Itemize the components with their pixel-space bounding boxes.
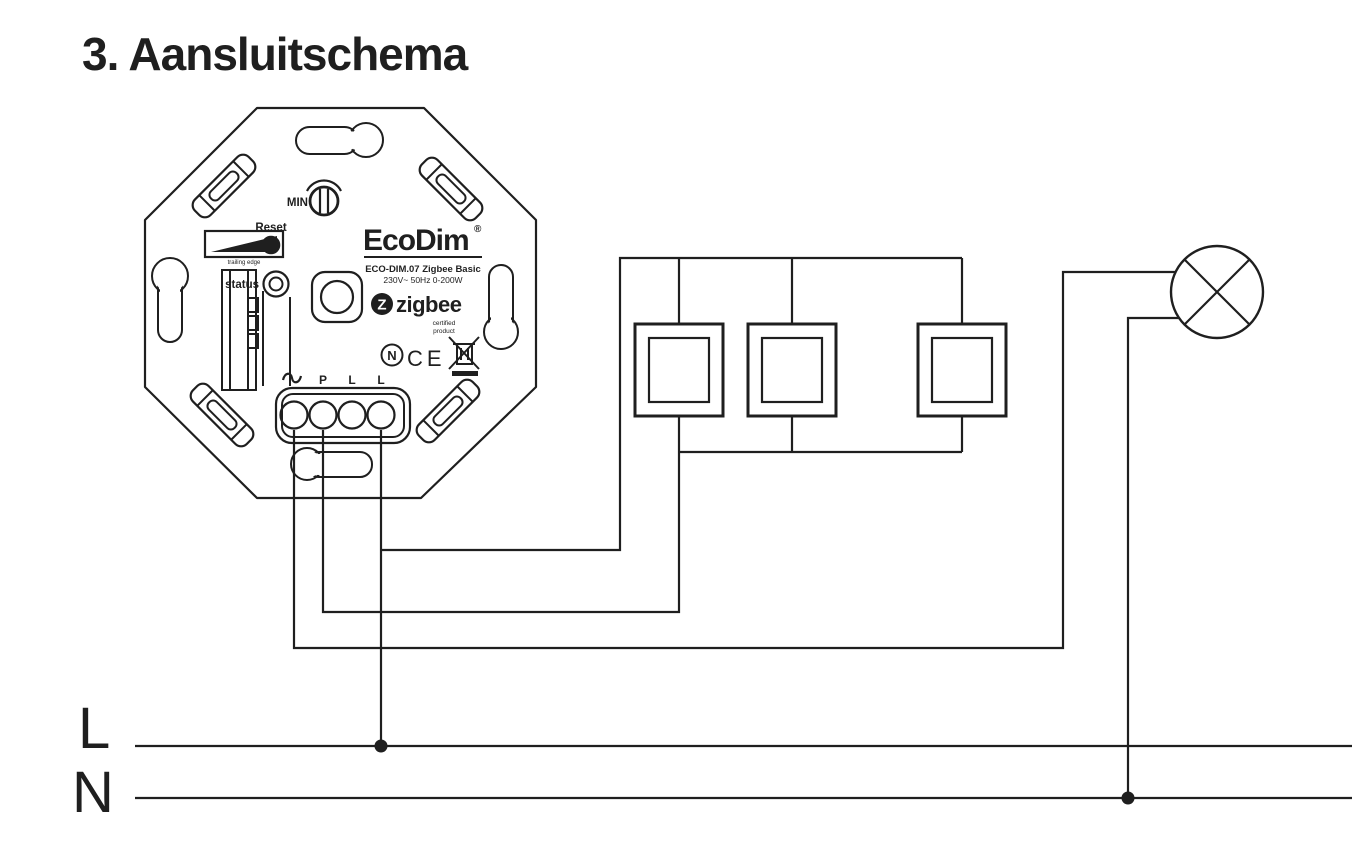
min-screw-icon [308,185,340,217]
pulse-switch-2 [746,322,838,418]
trailing-edge-label: trailing edge [228,260,261,266]
wire-output-to-lamp [292,270,1176,650]
weee-bin-icon [448,336,480,376]
terminal-p [308,400,338,430]
claw-slot-top-left [191,153,257,219]
junction-dot-neutral [1121,791,1135,805]
zigbee-wordmark: zigbee [396,292,462,317]
terminal-l2 [366,400,396,430]
terminal-l1 [337,400,367,430]
status-led-icon [262,270,290,298]
zigbee-logo-icon [371,293,393,315]
zigbee-certified-2: product [433,328,455,335]
cable-clamp [221,269,259,391]
page-title: 3. Aansluitschema [82,28,469,80]
pulse-switch-3 [916,322,1008,418]
terminal-label-p: P [319,373,327,387]
dimmer-plate-outline [143,106,538,500]
zigbee-block: Z zigbee certified product [371,292,462,335]
spindle-shaft-icon [319,279,355,315]
brand-logo: EcoDim [363,224,469,257]
rotary-spindle [310,270,364,324]
wire-pulse-to-switches [321,430,681,614]
neutral-label: N [72,760,114,825]
terminal-label-l2: L [377,373,384,387]
switch-top-bus [382,256,964,552]
claw-slot-bottom-right [415,378,481,444]
mounting-keyhole-bottom [290,447,373,481]
wiring [135,256,1352,805]
junction-dot-live [374,739,388,753]
n-approval-icon [380,343,404,367]
switch-bottom-bus [677,417,964,454]
min-trimmer: MIN [287,179,342,217]
trailing-edge-icon [211,236,277,252]
claw-slot-top-right [418,156,484,222]
status-label: status [225,279,259,291]
claw-slot-bottom-left [189,382,255,448]
ce-mark: CE [407,346,446,371]
zigbee-z: Z [377,297,386,314]
dimmer-device: MIN Reset trailing edge status [143,106,538,500]
lamp-symbol [1169,244,1265,340]
mounting-keyhole-right [483,264,519,350]
min-label: MIN [287,197,308,209]
model-label: ECO-DIM.07 Zigbee Basic [365,264,481,275]
zigbee-certified-1: certified [433,320,456,327]
approval-marks: N CE [380,336,480,376]
ac-wave-icon [281,372,303,384]
status-led: status [225,270,290,298]
rating-label: 230V~ 50Hz 0-200W [383,275,462,285]
n-approval-letter: N [387,348,396,363]
mounting-keyhole-top [295,122,384,158]
terminal-label-l1: L [348,373,355,387]
wire-lamp-neutral [1126,316,1179,798]
mounting-keyhole-left [151,257,189,343]
brand-block: EcoDim ® ECO-DIM.07 Zigbee Basic 230V~ 5… [363,224,482,285]
registered-mark: ® [474,224,482,235]
terminal-block: P L L [274,372,412,445]
terminal-ac-out [279,400,309,430]
pulse-switch-1 [633,322,725,418]
live-label: L [78,696,110,761]
trailing-edge-badge: trailing edge [203,229,285,266]
min-arrow-arc [306,179,342,192]
